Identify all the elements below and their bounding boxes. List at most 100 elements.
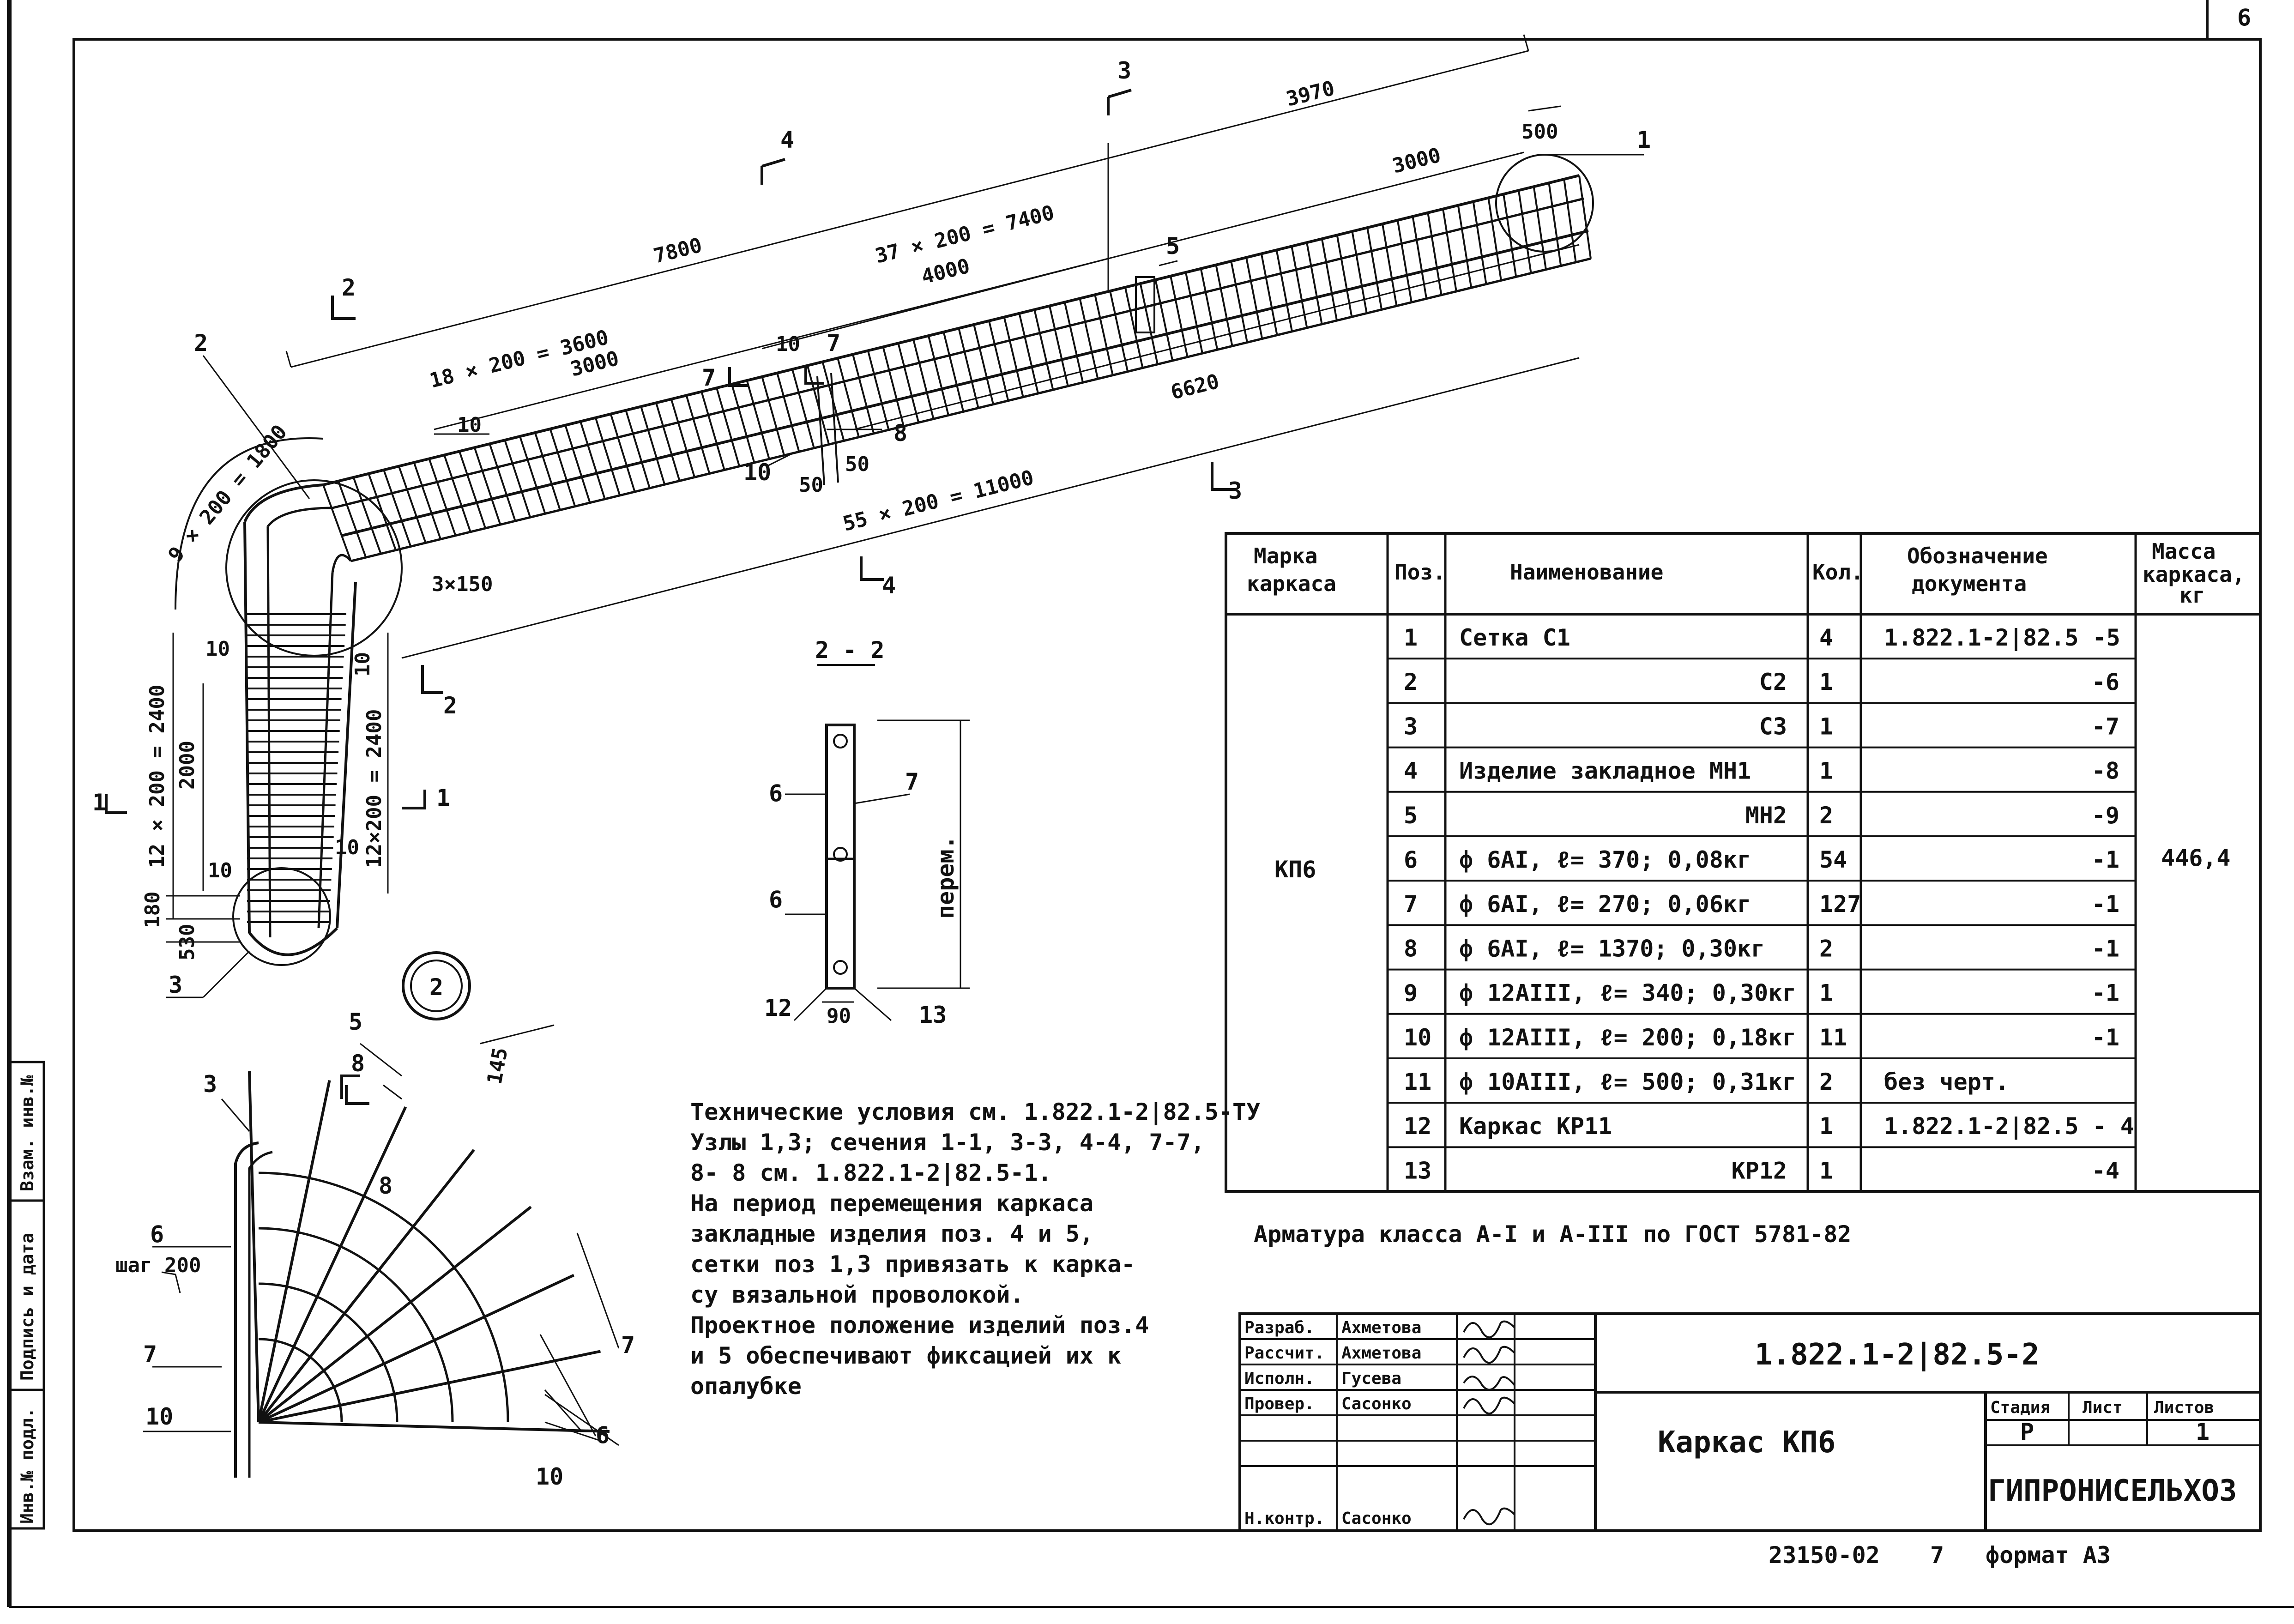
spec-name: Сетка С1	[1459, 624, 1570, 651]
cage-stirrup	[640, 406, 666, 485]
spec-doc: без черт.	[1884, 1069, 2009, 1095]
page-number: 6	[2237, 4, 2251, 31]
dim-50-b: 50	[845, 453, 869, 476]
signatures	[1463, 1320, 1515, 1526]
cage-stirrup	[1079, 298, 1099, 379]
node-radial-bar	[258, 1350, 601, 1424]
cage-stirrup	[1215, 265, 1233, 346]
tb-designation: 1.822.1-2|82.5-2	[1755, 1338, 2040, 1372]
sheet-no: 7	[1930, 1542, 1944, 1569]
spec-doc: 1.822.1-2|82.5 -5	[1884, 624, 2120, 651]
tb-role: Н.контр.	[1244, 1509, 1324, 1528]
dim-3x150: 3×150	[432, 573, 493, 596]
spec-doc: -9	[2092, 802, 2119, 829]
tb-stage-value: Р	[2020, 1419, 2034, 1445]
note-line: сетки поз 1,3 привязать к карка-	[690, 1251, 1135, 1278]
cage-stirrup	[564, 425, 591, 503]
spec-pos: 11	[1404, 1069, 1431, 1095]
spec-pos: 2	[1404, 669, 1418, 695]
spec-pos: 4	[1404, 758, 1418, 785]
cage-stirrup	[1245, 257, 1263, 339]
spec-pos: 3	[1404, 713, 1418, 740]
spec-doc: -1	[2092, 846, 2119, 873]
dim-2000: 2000	[175, 741, 199, 790]
cage-stirrup	[988, 320, 1009, 401]
callout-3: 3	[169, 972, 182, 998]
node-arc-bar	[258, 1282, 398, 1423]
cage-stirrup	[519, 436, 546, 514]
tb-role: Провер.	[1244, 1395, 1315, 1413]
spec-pos: 13	[1404, 1157, 1431, 1184]
cage-stirrup	[912, 339, 935, 419]
callout-5: 5	[1166, 233, 1180, 260]
section-cut-markers	[105, 89, 1238, 1105]
dim-530: 530	[175, 924, 199, 960]
cage-stirrup	[927, 335, 949, 416]
note-line: Узлы 1,3; сечения 1-1, 3-3, 4-4, 7-7,	[690, 1129, 1205, 1156]
node-arc-bar	[258, 1338, 343, 1423]
node-arc-bar	[258, 1171, 509, 1423]
note-line: На период перемещения каркаса	[690, 1190, 1093, 1217]
callout-1: 1	[1637, 127, 1651, 153]
sec-mark-7b: 7	[827, 330, 840, 356]
spec-name: КР12	[1732, 1157, 1787, 1184]
cage-stirrup	[685, 395, 711, 474]
cage-stirrup	[1200, 268, 1219, 350]
spec-name: ф 12АIII, ℓ= 340; 0,30кг	[1459, 980, 1796, 1007]
header-name: Наименование	[1510, 560, 1663, 585]
spec-doc: 1.822.1-2|82.5 - 4	[1884, 1113, 2134, 1140]
sec-mark-7: 7	[702, 364, 716, 391]
spec-pos: 7	[1404, 891, 1418, 918]
cage-stirrup	[1094, 294, 1114, 375]
section-2-2-label-7: 7	[905, 768, 919, 795]
spec-name: С3	[1759, 713, 1787, 740]
spec-doc: -6	[2092, 669, 2119, 695]
spec-doc: -4	[2092, 1157, 2119, 1184]
node-radial-bar	[258, 1421, 610, 1433]
sec-mark-3a: 3	[1117, 57, 1131, 84]
sec-mark-1b: 1	[436, 785, 450, 811]
note-line: су вязальной проволокой.	[690, 1281, 1024, 1308]
section-2-2-vertical: перем.	[932, 835, 959, 919]
node-radial-bar	[258, 1206, 532, 1424]
node-2-number: 2	[429, 974, 443, 1001]
title-block	[1238, 1312, 2262, 1532]
callout-8: 8	[893, 420, 907, 447]
cage-stirrup	[1154, 279, 1174, 361]
cage-stirrup	[625, 410, 651, 489]
cage-stirrup	[1533, 186, 1547, 270]
cage-stirrup	[1427, 212, 1443, 296]
side-strip	[8, 1061, 45, 1530]
spec-pos: 12	[1404, 1113, 1431, 1140]
node-label-6b: 6	[596, 1422, 610, 1449]
cage-stirrup	[716, 387, 741, 467]
sec-mark-2b: 2	[443, 692, 457, 719]
cage-stirrup	[1442, 209, 1457, 292]
header-qty: Кол.	[1812, 560, 1864, 585]
notes: Технические условия см. 1.822.1-2|82.5-Т…	[690, 1099, 1260, 1400]
spec-doc: -8	[2092, 758, 2119, 785]
node-label-8a: 8	[351, 1050, 365, 1077]
node-label-3: 3	[203, 1071, 217, 1098]
cage-stirrup	[473, 447, 501, 525]
cage-stirrup	[1124, 287, 1144, 368]
cage-stirrup	[942, 332, 965, 412]
tb-person: Ахметова	[1341, 1344, 1421, 1363]
cage-stirrup	[670, 398, 695, 478]
cage-stirrup	[1260, 254, 1278, 336]
cage-stirrup	[1412, 216, 1428, 299]
spec-name: МН2	[1745, 802, 1787, 829]
dim-10-c: 10	[205, 637, 230, 661]
cage-stirrup	[897, 343, 920, 423]
cage-stirrup	[958, 328, 979, 409]
